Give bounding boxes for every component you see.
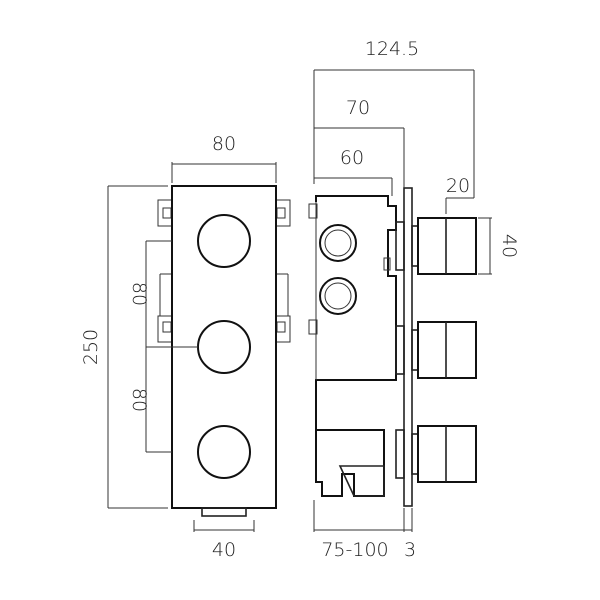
- depth-70-label: 70: [346, 97, 370, 119]
- front-width-dimension: 80: [171, 133, 277, 183]
- outlet-elbow: [338, 465, 385, 497]
- handle-40-label: 40: [498, 234, 520, 258]
- outlet-label: 40: [212, 539, 236, 561]
- wall-range-label: 75-100: [321, 539, 388, 561]
- control-knob-bottom: [197, 425, 251, 479]
- valve-body: [315, 195, 397, 497]
- plate-label: 3: [404, 539, 416, 561]
- control-knob-top: [197, 214, 251, 268]
- handle-20-dimension: 20: [445, 175, 474, 214]
- front-width-label: 80: [212, 133, 236, 155]
- front-view: 80 250 80 80 40: [80, 133, 291, 561]
- front-height-dimension: 250: [80, 185, 168, 509]
- front-height-label: 250: [80, 329, 102, 365]
- spacing-upper-label: 80: [128, 282, 150, 306]
- depth-60-label: 60: [340, 147, 364, 169]
- side-view: 124.5 70 60 20 40: [308, 38, 520, 561]
- side-handles: [417, 217, 477, 483]
- handle-20-label: 20: [446, 175, 470, 197]
- inlet-ports: [319, 224, 357, 315]
- knob-spacing-dimension: 80 80: [128, 240, 198, 453]
- overall-depth-dimension: 124.5: [313, 38, 475, 198]
- bottom-outlet: [201, 507, 247, 517]
- overall-depth-label: 124.5: [365, 38, 419, 60]
- outlet-dimension: 40: [193, 520, 255, 561]
- spacing-lower-label: 80: [128, 388, 150, 412]
- handle-40-dimension: 40: [478, 217, 520, 275]
- depth-60-dimension: 60: [314, 147, 393, 196]
- mounting-brackets: [157, 199, 291, 343]
- wall-plate: [403, 187, 413, 507]
- depth-70-dimension: 70: [314, 97, 405, 188]
- wall-depth-dimension: 75-100 3: [313, 500, 416, 561]
